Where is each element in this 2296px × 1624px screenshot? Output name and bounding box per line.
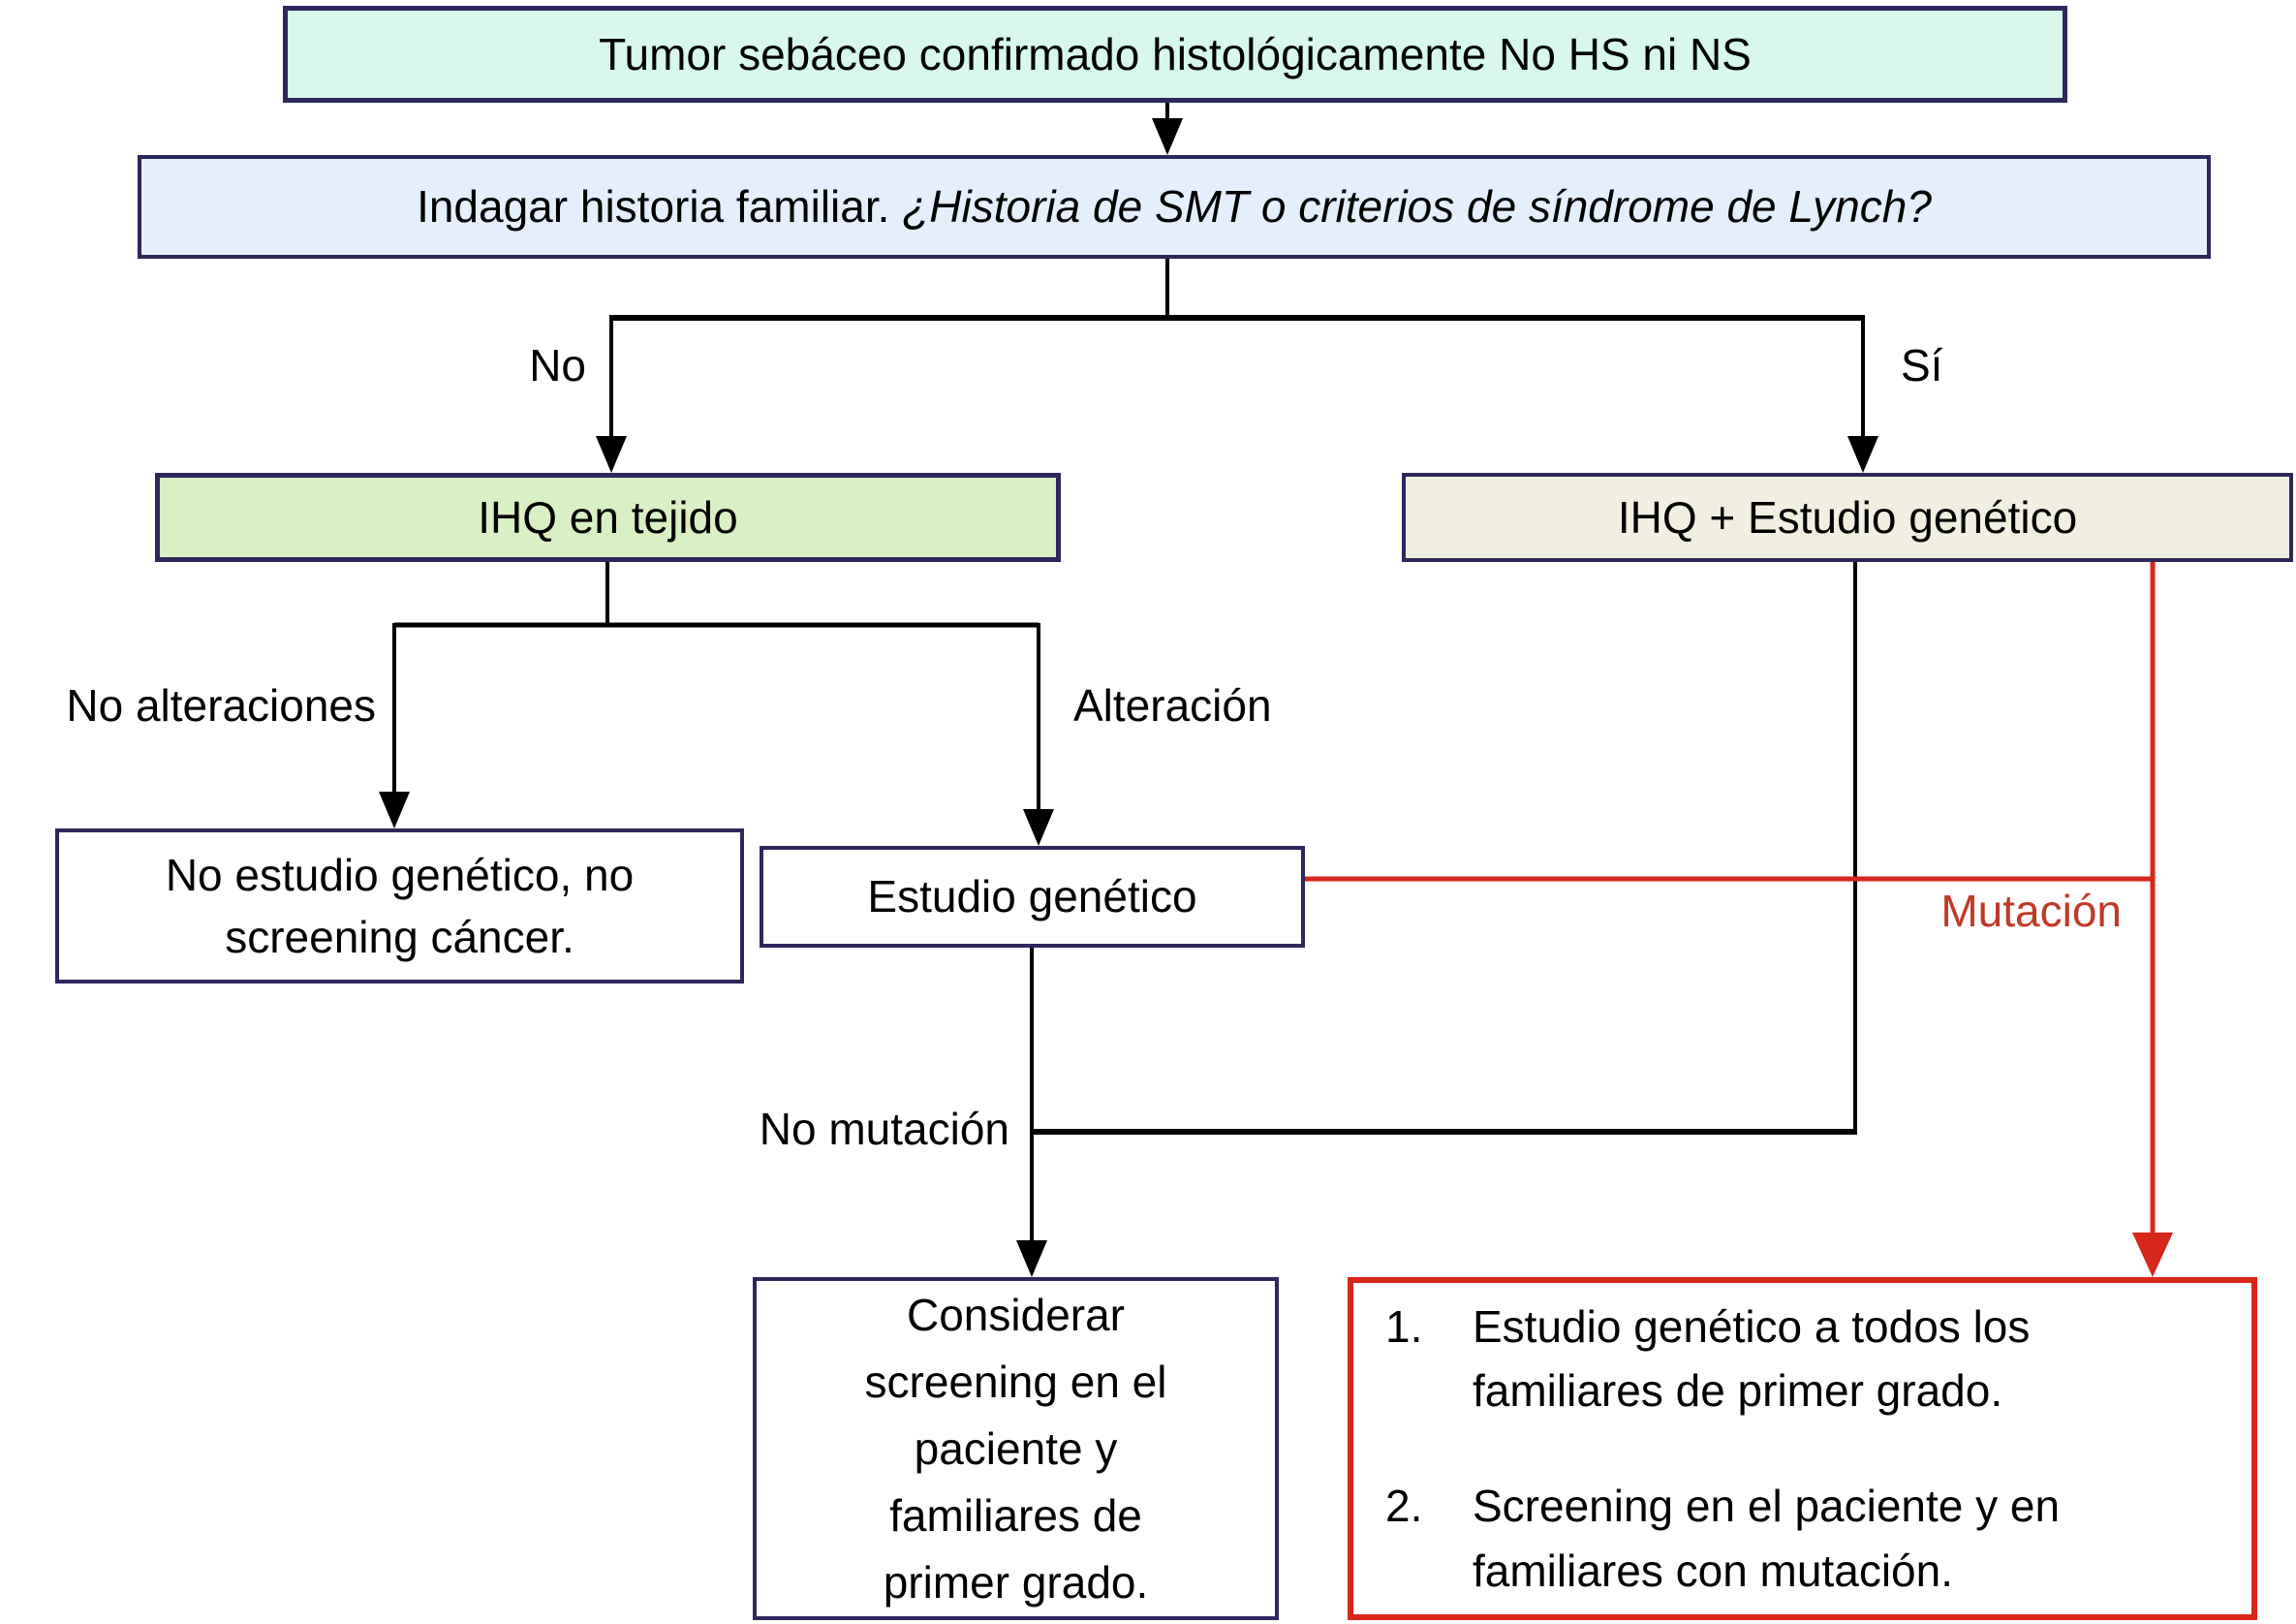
arrowhead-plan: [2132, 1233, 2173, 1277]
node-tumor-sebaceo: Tumor sebáceo confirmado histológicament…: [283, 6, 2067, 103]
edge-label-si: Sí: [1901, 340, 1943, 390]
node-ihq-estudio-genetico: IHQ + Estudio genético: [1402, 473, 2293, 562]
node-indagar-historia-label: Indagar historia familiar. ¿Historia de …: [417, 176, 1932, 236]
edge-label-no: No: [529, 340, 586, 390]
arrowhead-considerar: [1016, 1240, 1047, 1277]
indagar-label-prefix: Indagar historia familiar.: [417, 181, 903, 233]
node-indagar-historia: Indagar historia familiar. ¿Historia de …: [138, 155, 2211, 259]
arrowhead-estudio: [1023, 809, 1054, 846]
node-ihq-en-tejido: IHQ en tejido: [155, 473, 1061, 562]
plan-item-2-number: 2.: [1385, 1481, 1423, 1531]
node-no-estudio-genetico: No estudio genético, no screening cáncer…: [55, 828, 744, 984]
plan-item-1-text: Estudio genético a todos los familiares …: [1473, 1300, 2031, 1417]
arrowhead-ihq-genetico: [1847, 436, 1878, 473]
node-plan-mutacion: 1. Estudio genético a todos los familiar…: [1348, 1277, 2257, 1620]
arrowhead-indagar: [1152, 118, 1183, 155]
node-considerar-screening: Considerar screening en el paciente y fa…: [753, 1277, 1279, 1620]
node-considerar-screening-label: Considerar screening en el paciente y fa…: [864, 1289, 1167, 1608]
indagar-label-question: ¿Historia de SMT o criterios de síndrome…: [902, 181, 1932, 233]
edge-label-no-alteraciones: No alteraciones: [66, 680, 376, 731]
edge-label-no-mutacion: No mutación: [759, 1104, 1009, 1154]
plan-item-1: 1. Estudio genético a todos los familiar…: [1353, 1295, 2170, 1423]
edge-label-mutacion: Mutación: [1940, 886, 2122, 936]
plan-item-2: 2. Screening en el paciente y en familia…: [1353, 1474, 2170, 1603]
plan-item-1-number: 1.: [1385, 1300, 1423, 1352]
edge-label-alteracion: Alteración: [1073, 680, 1272, 731]
arrowhead-no-estudio: [379, 792, 410, 828]
node-tumor-sebaceo-label: Tumor sebáceo confirmado histológicament…: [599, 28, 1752, 79]
node-estudio-genetico-label: Estudio genético: [867, 871, 1197, 922]
node-ihq-estudio-genetico-label: IHQ + Estudio genético: [1617, 491, 2078, 543]
plan-item-2-text: Screening en el paciente y en familiares…: [1473, 1481, 2061, 1596]
arrowhead-ihq-tejido: [596, 436, 627, 473]
node-ihq-en-tejido-label: IHQ en tejido: [478, 491, 738, 543]
node-no-estudio-genetico-label: No estudio genético, no screening cáncer…: [165, 849, 635, 962]
node-estudio-genetico: Estudio genético: [760, 846, 1305, 948]
